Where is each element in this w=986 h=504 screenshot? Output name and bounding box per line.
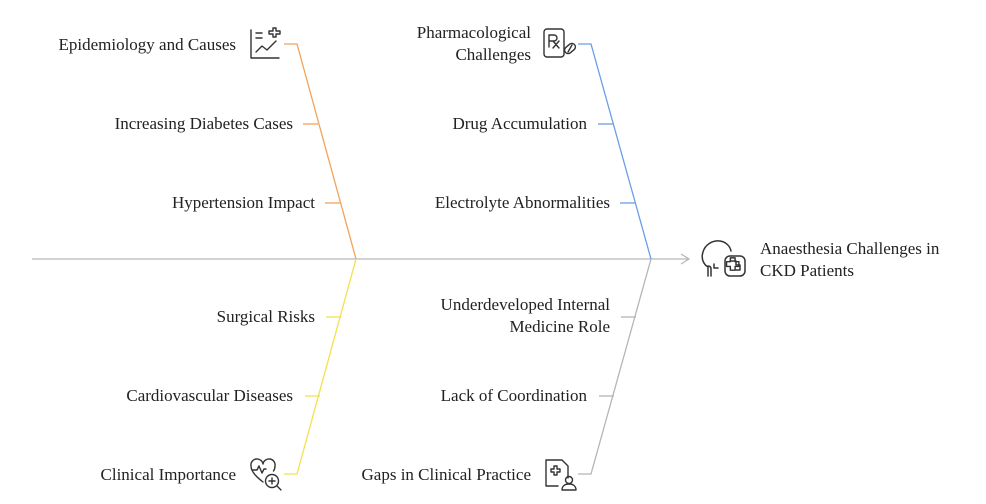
prescription-pill-icon <box>542 27 578 61</box>
document-user-icon <box>542 456 578 492</box>
underdeveloped-label: Underdeveloped Internal Medicine Role <box>440 295 610 336</box>
electrolyte-label: Electrolyte Abnormalities <box>434 193 610 212</box>
chart-plus-icon <box>248 27 282 61</box>
epidemiology-title: Epidemiology and Causes <box>58 35 236 54</box>
hypertension-label: Hypertension Impact <box>171 193 315 212</box>
clinical-importance-title: Clinical Importance <box>100 465 236 484</box>
head-medical-cross-icon <box>700 238 750 280</box>
pharmacological-title: Pharmacological Challenges <box>416 23 531 64</box>
head-title: Anaesthesia Challenges in CKD Patients <box>760 239 940 280</box>
branch-line-epidemiology <box>284 43 357 260</box>
branch-line-clinical-importance <box>284 258 357 475</box>
drug-accumulation-label: Drug Accumulation <box>452 114 587 133</box>
gaps-title: Gaps in Clinical Practice <box>361 465 531 484</box>
branch-line-gaps <box>578 258 652 475</box>
cardiovascular-label: Cardiovascular Diseases <box>126 386 293 405</box>
coordination-label: Lack of Coordination <box>440 386 587 405</box>
spine-arrowhead <box>680 253 691 265</box>
surgical-risks-label: Surgical Risks <box>216 307 315 326</box>
increasing-diabetes-label: Increasing Diabetes Cases <box>114 114 293 133</box>
branch-line-pharmacological <box>578 43 652 260</box>
heart-magnifier-icon <box>248 456 284 492</box>
